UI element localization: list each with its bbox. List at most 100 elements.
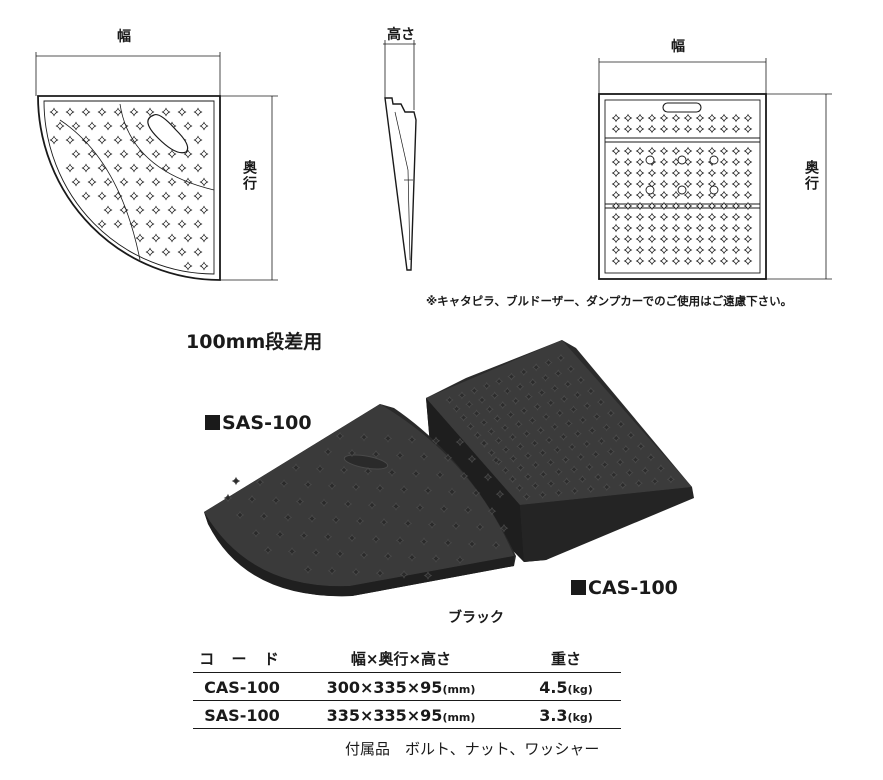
tread-mark: [135, 205, 145, 215]
row-dimensions: 335×335×95(mm): [291, 700, 511, 729]
tread-mark: [602, 482, 611, 492]
tread-mark: [251, 528, 261, 538]
row-weight: 4.5(kg): [511, 672, 621, 701]
tread-mark: [519, 406, 529, 415]
tread-mark: [522, 429, 531, 438]
tread-mark: [623, 201, 633, 211]
tread-mark: [683, 212, 693, 222]
tread-mark: [695, 223, 705, 233]
tread-mark: [635, 234, 645, 244]
tread-mark: [743, 179, 753, 189]
tread-mark: [659, 223, 669, 233]
tread-mark: [695, 113, 705, 123]
tread-mark: [323, 532, 333, 542]
tread-mark: [636, 442, 645, 451]
tread-mark: [743, 124, 753, 134]
tread-mark: [659, 190, 669, 200]
tread-mark: [719, 157, 729, 167]
sas-depth-label: 奥行: [241, 160, 257, 192]
tread-mark: [616, 420, 625, 429]
cas-depth-label: 奥行: [803, 160, 819, 192]
tread-mark: [519, 367, 528, 377]
tread-mark: [647, 256, 657, 266]
tread-mark: [479, 438, 489, 448]
tread-mark: [611, 223, 621, 233]
tread-mark: [223, 493, 233, 503]
tread-mark: [611, 179, 621, 189]
tread-mark: [635, 212, 645, 222]
tread-mark: [550, 384, 559, 393]
tread-mark: [635, 157, 645, 167]
tread-mark: [647, 245, 657, 255]
tread-mark: [279, 479, 289, 488]
tread-mark: [621, 444, 630, 454]
tread-mark: [515, 483, 524, 492]
tread-mark: [683, 234, 693, 244]
tread-mark: [71, 149, 81, 159]
tread-mark: [625, 468, 634, 477]
tread-mark: [379, 517, 389, 527]
accessories-text: 付属品 ボルト、ナット、ワッシャー: [345, 740, 600, 758]
side-height-label: 高さ: [387, 27, 415, 43]
tread-mark: [707, 113, 717, 123]
tread-mark: [671, 168, 681, 178]
tread-mark: [193, 163, 203, 173]
tread-mark: [487, 506, 497, 516]
tread-mark: [611, 190, 621, 200]
tread-mark: [623, 146, 633, 156]
tread-mark: [554, 467, 563, 476]
square-bullet-icon: [205, 415, 220, 430]
tread-mark: [65, 107, 75, 117]
tread-mark: [623, 245, 633, 255]
tread-mark: [466, 422, 475, 431]
cas-width-label: 幅: [671, 39, 685, 55]
tread-mark: [561, 455, 570, 464]
tread-mark: [375, 568, 385, 578]
tread-mark: [671, 124, 681, 134]
tread-mark: [659, 146, 669, 156]
tread-mark: [145, 219, 155, 229]
tread-mark: [611, 168, 621, 178]
tread-mark: [683, 168, 693, 178]
tread-mark: [507, 372, 516, 381]
tread-mark: [743, 212, 753, 222]
tread-mark: [487, 448, 496, 457]
tread-mark: [473, 431, 482, 440]
tread-mark: [167, 149, 177, 159]
tread-mark: [485, 405, 494, 414]
tread-mark: [49, 107, 59, 117]
tread-mark: [554, 369, 563, 378]
tread-mark: [597, 436, 606, 446]
tread-mark: [135, 121, 145, 131]
tread-mark: [618, 481, 627, 490]
tread-mark: [573, 390, 582, 400]
tread-mark: [199, 261, 209, 271]
tread-mark: [537, 388, 546, 397]
tread-mark: [407, 435, 417, 444]
tread-mark: [546, 398, 555, 407]
tread-mark: [683, 113, 693, 123]
row-code: CAS-100: [193, 672, 291, 701]
tread-mark: [731, 212, 741, 222]
tread-mark: [193, 219, 203, 229]
tread-mark: [566, 364, 575, 374]
tread-mark: [719, 245, 729, 255]
tread-mark: [447, 487, 457, 497]
tread-mark: [145, 163, 155, 173]
tread-mark: [443, 453, 453, 463]
tread-mark: [611, 113, 621, 123]
tread-mark: [443, 538, 453, 548]
tread-mark: [475, 522, 485, 532]
tread-mark: [459, 413, 468, 422]
tread-mark: [457, 391, 467, 400]
tread-mark: [576, 452, 585, 462]
tread-mark: [611, 124, 621, 134]
tread-mark: [523, 451, 533, 460]
tread-mark: [435, 470, 445, 480]
header-dimensions: 幅×奥行×高さ: [291, 644, 511, 673]
tread-mark: [113, 107, 123, 117]
tread-mark: [594, 472, 603, 482]
tread-mark: [562, 477, 571, 486]
tread-mark: [387, 468, 397, 477]
tread-mark: [647, 201, 657, 211]
